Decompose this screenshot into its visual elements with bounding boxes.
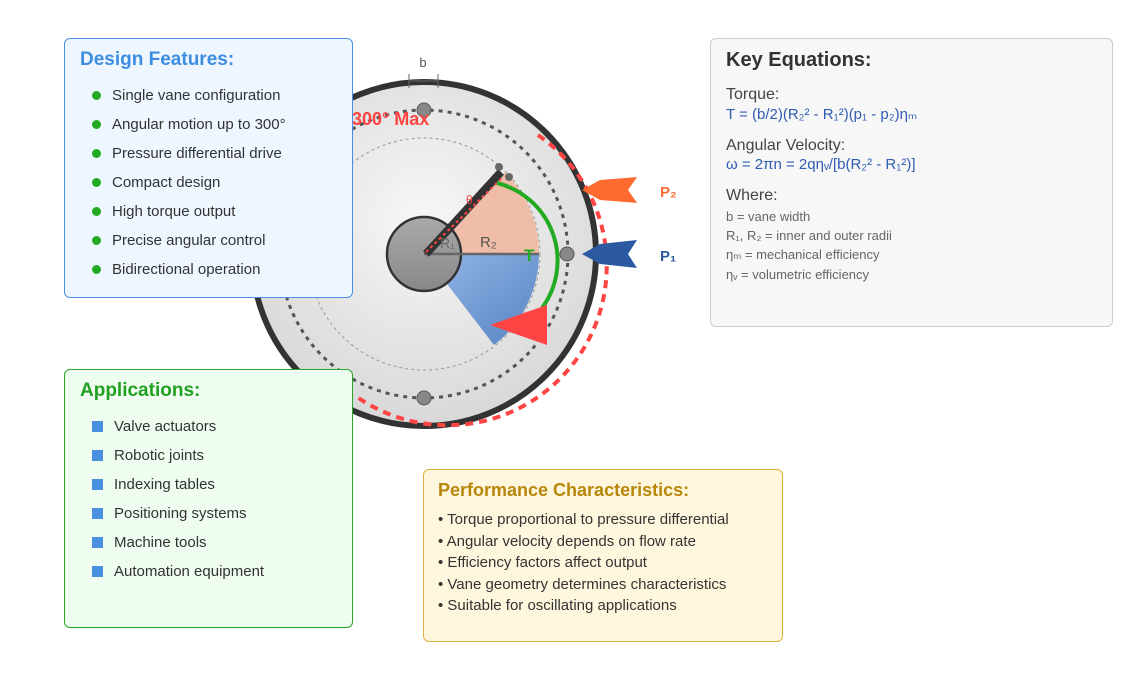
theta-label: θ bbox=[466, 193, 473, 207]
feature-item: Single vane configuration bbox=[92, 81, 337, 110]
performance-item: • Suitable for oscillating applications bbox=[438, 597, 677, 614]
velocity-heading: Angular Velocity: bbox=[726, 137, 846, 154]
where-heading: Where: bbox=[726, 187, 778, 204]
feature-text: Precise angular control bbox=[112, 232, 266, 249]
feature-item: High torque output bbox=[92, 197, 337, 226]
application-item: Positioning systems bbox=[92, 499, 337, 528]
performance-item: • Vane geometry determines characteristi… bbox=[438, 575, 727, 593]
port-dot-right bbox=[559, 246, 575, 262]
key-equations-title: Key Equations: bbox=[726, 49, 872, 71]
definition: ηₘ = mechanical efficiency bbox=[726, 247, 880, 262]
r2-label: R₂ bbox=[480, 234, 497, 251]
vane-tip-dot bbox=[495, 163, 503, 171]
application-item: Valve actuators bbox=[92, 412, 337, 441]
performance-item: • Efficiency factors affect output bbox=[438, 554, 647, 571]
application-text: Machine tools bbox=[114, 534, 207, 551]
key-equations-panel: Key Equations: Torque: T = (b/2)(R₂² - R… bbox=[710, 38, 1113, 327]
bullet-icon bbox=[92, 120, 101, 129]
performance-item: • Angular velocity depends on flow rate bbox=[438, 532, 696, 550]
torque-formula: T = (b/2)(R₂² - R₁²)(p₁ - p₂)ηₘ bbox=[726, 106, 918, 123]
performance-panel: Performance Characteristics: • Torque pr… bbox=[423, 469, 783, 642]
bullet-icon bbox=[92, 91, 101, 100]
velocity-formula: ω = 2πn = 2qηᵥ/[b(R₂² - R₁²)] bbox=[726, 156, 916, 173]
feature-item: Compact design bbox=[92, 168, 337, 197]
feature-item: Bidirectional operation bbox=[92, 255, 337, 284]
torque-heading: Torque: bbox=[726, 86, 780, 103]
bullet-icon bbox=[92, 236, 101, 245]
r1-label: R₁ bbox=[440, 235, 455, 251]
definition: ηᵥ = volumetric efficiency bbox=[726, 267, 870, 282]
p2-label: P₂ bbox=[660, 184, 677, 201]
width-label: b bbox=[419, 55, 426, 70]
vane-tip-dot bbox=[505, 173, 513, 181]
torque-label: T bbox=[524, 246, 535, 265]
square-bullet-icon bbox=[92, 537, 103, 548]
feature-item: Angular motion up to 300° bbox=[92, 110, 337, 139]
application-item: Robotic joints bbox=[92, 441, 337, 470]
applications-panel: Applications: Valve actuators Robotic jo… bbox=[64, 369, 353, 628]
torque-arrow-head bbox=[490, 305, 547, 345]
performance-title: Performance Characteristics: bbox=[438, 480, 690, 500]
max-angle-label: 300° Max bbox=[352, 109, 429, 129]
definition: b = vane width bbox=[726, 209, 811, 224]
application-item: Automation equipment bbox=[92, 557, 337, 586]
application-item: Indexing tables bbox=[92, 470, 337, 499]
feature-item: Pressure differential drive bbox=[92, 139, 337, 168]
inner-dotted-ring bbox=[307, 137, 541, 371]
application-text: Indexing tables bbox=[114, 476, 215, 493]
p1-label: P₁ bbox=[660, 248, 676, 265]
performance-item: • Torque proportional to pressure differ… bbox=[438, 511, 729, 528]
feature-text: Compact design bbox=[112, 174, 221, 191]
application-text: Positioning systems bbox=[114, 505, 247, 522]
bullet-icon bbox=[92, 178, 101, 187]
feature-text: Pressure differential drive bbox=[112, 145, 282, 162]
port-dot-bottom bbox=[416, 390, 432, 406]
application-item: Machine tools bbox=[92, 528, 337, 557]
square-bullet-icon bbox=[92, 421, 103, 432]
application-text: Robotic joints bbox=[114, 447, 205, 464]
square-bullet-icon bbox=[92, 566, 103, 577]
bullet-icon bbox=[92, 207, 101, 216]
application-text: Valve actuators bbox=[114, 418, 217, 435]
feature-text: Single vane configuration bbox=[112, 87, 281, 104]
feature-text: Bidirectional operation bbox=[112, 261, 261, 278]
square-bullet-icon bbox=[92, 508, 103, 519]
application-text: Automation equipment bbox=[114, 563, 265, 580]
p2-arrow bbox=[582, 177, 637, 203]
bullet-icon bbox=[92, 265, 101, 274]
square-bullet-icon bbox=[92, 450, 103, 461]
design-features-title: Design Features: bbox=[80, 49, 235, 70]
bullet-icon bbox=[92, 149, 101, 158]
feature-text: Angular motion up to 300° bbox=[112, 116, 286, 133]
p1-arrow bbox=[582, 240, 637, 268]
design-features-panel: Design Features: Single vane configurati… bbox=[64, 38, 353, 298]
definition: R₁, R₂ = inner and outer radii bbox=[726, 228, 892, 243]
feature-item: Precise angular control bbox=[92, 226, 337, 255]
feature-text: High torque output bbox=[112, 203, 236, 220]
torque-arc bbox=[496, 181, 560, 310]
square-bullet-icon bbox=[92, 479, 103, 490]
applications-title: Applications: bbox=[80, 380, 201, 401]
port-dot-top bbox=[416, 102, 432, 118]
vane bbox=[423, 169, 504, 257]
